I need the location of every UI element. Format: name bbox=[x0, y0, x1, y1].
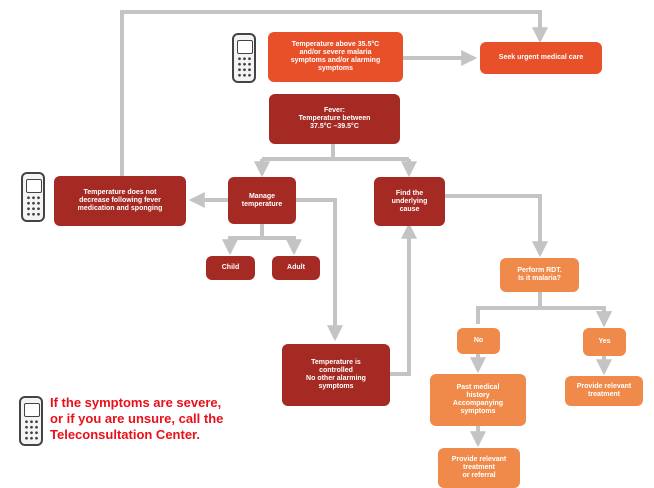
manage-temperature-node: Manage temperature bbox=[228, 177, 296, 224]
temperature-not-decrease-node: Temperature does not decrease following … bbox=[54, 176, 186, 226]
arrow-icon bbox=[390, 222, 417, 376]
fever-node: Fever: Temperature between 37.5°C –39.5°… bbox=[269, 94, 400, 144]
rdt-node: Perform RDT. Is it malaria? bbox=[500, 258, 579, 292]
arrow-icon bbox=[262, 144, 409, 174]
temperature-controlled-node: Temperature is controlled No other alarm… bbox=[282, 344, 390, 406]
temperature-above-node: Temperature above 35.5°C and/or severe m… bbox=[268, 32, 403, 82]
arrow-icon bbox=[445, 194, 548, 258]
arrow-icon bbox=[296, 198, 343, 342]
arrow-icon bbox=[222, 224, 264, 256]
phone-icon bbox=[232, 33, 256, 83]
find-cause-node: Find the underlying cause bbox=[374, 177, 445, 226]
teleconsultation-warning: If the symptoms are severe, or if you ar… bbox=[50, 395, 224, 442]
arrow-icon bbox=[262, 236, 302, 256]
child-node: Child bbox=[206, 256, 255, 280]
phone-icon bbox=[21, 172, 45, 222]
adult-node: Adult bbox=[272, 256, 320, 280]
no-node: No bbox=[457, 328, 500, 354]
provide-treatment-referral-node: Provide relevant treatment or referral bbox=[438, 448, 520, 488]
phone-icon bbox=[19, 396, 43, 446]
arrow-icon bbox=[120, 10, 548, 178]
yes-node: Yes bbox=[583, 328, 626, 356]
arrow-icon bbox=[476, 292, 604, 324]
seek-care-node: Seek urgent medical care bbox=[480, 42, 602, 74]
provide-treatment-node: Provide relevant treatment bbox=[565, 376, 643, 406]
past-history-node: Past medical history Accompanying sympto… bbox=[430, 374, 526, 426]
